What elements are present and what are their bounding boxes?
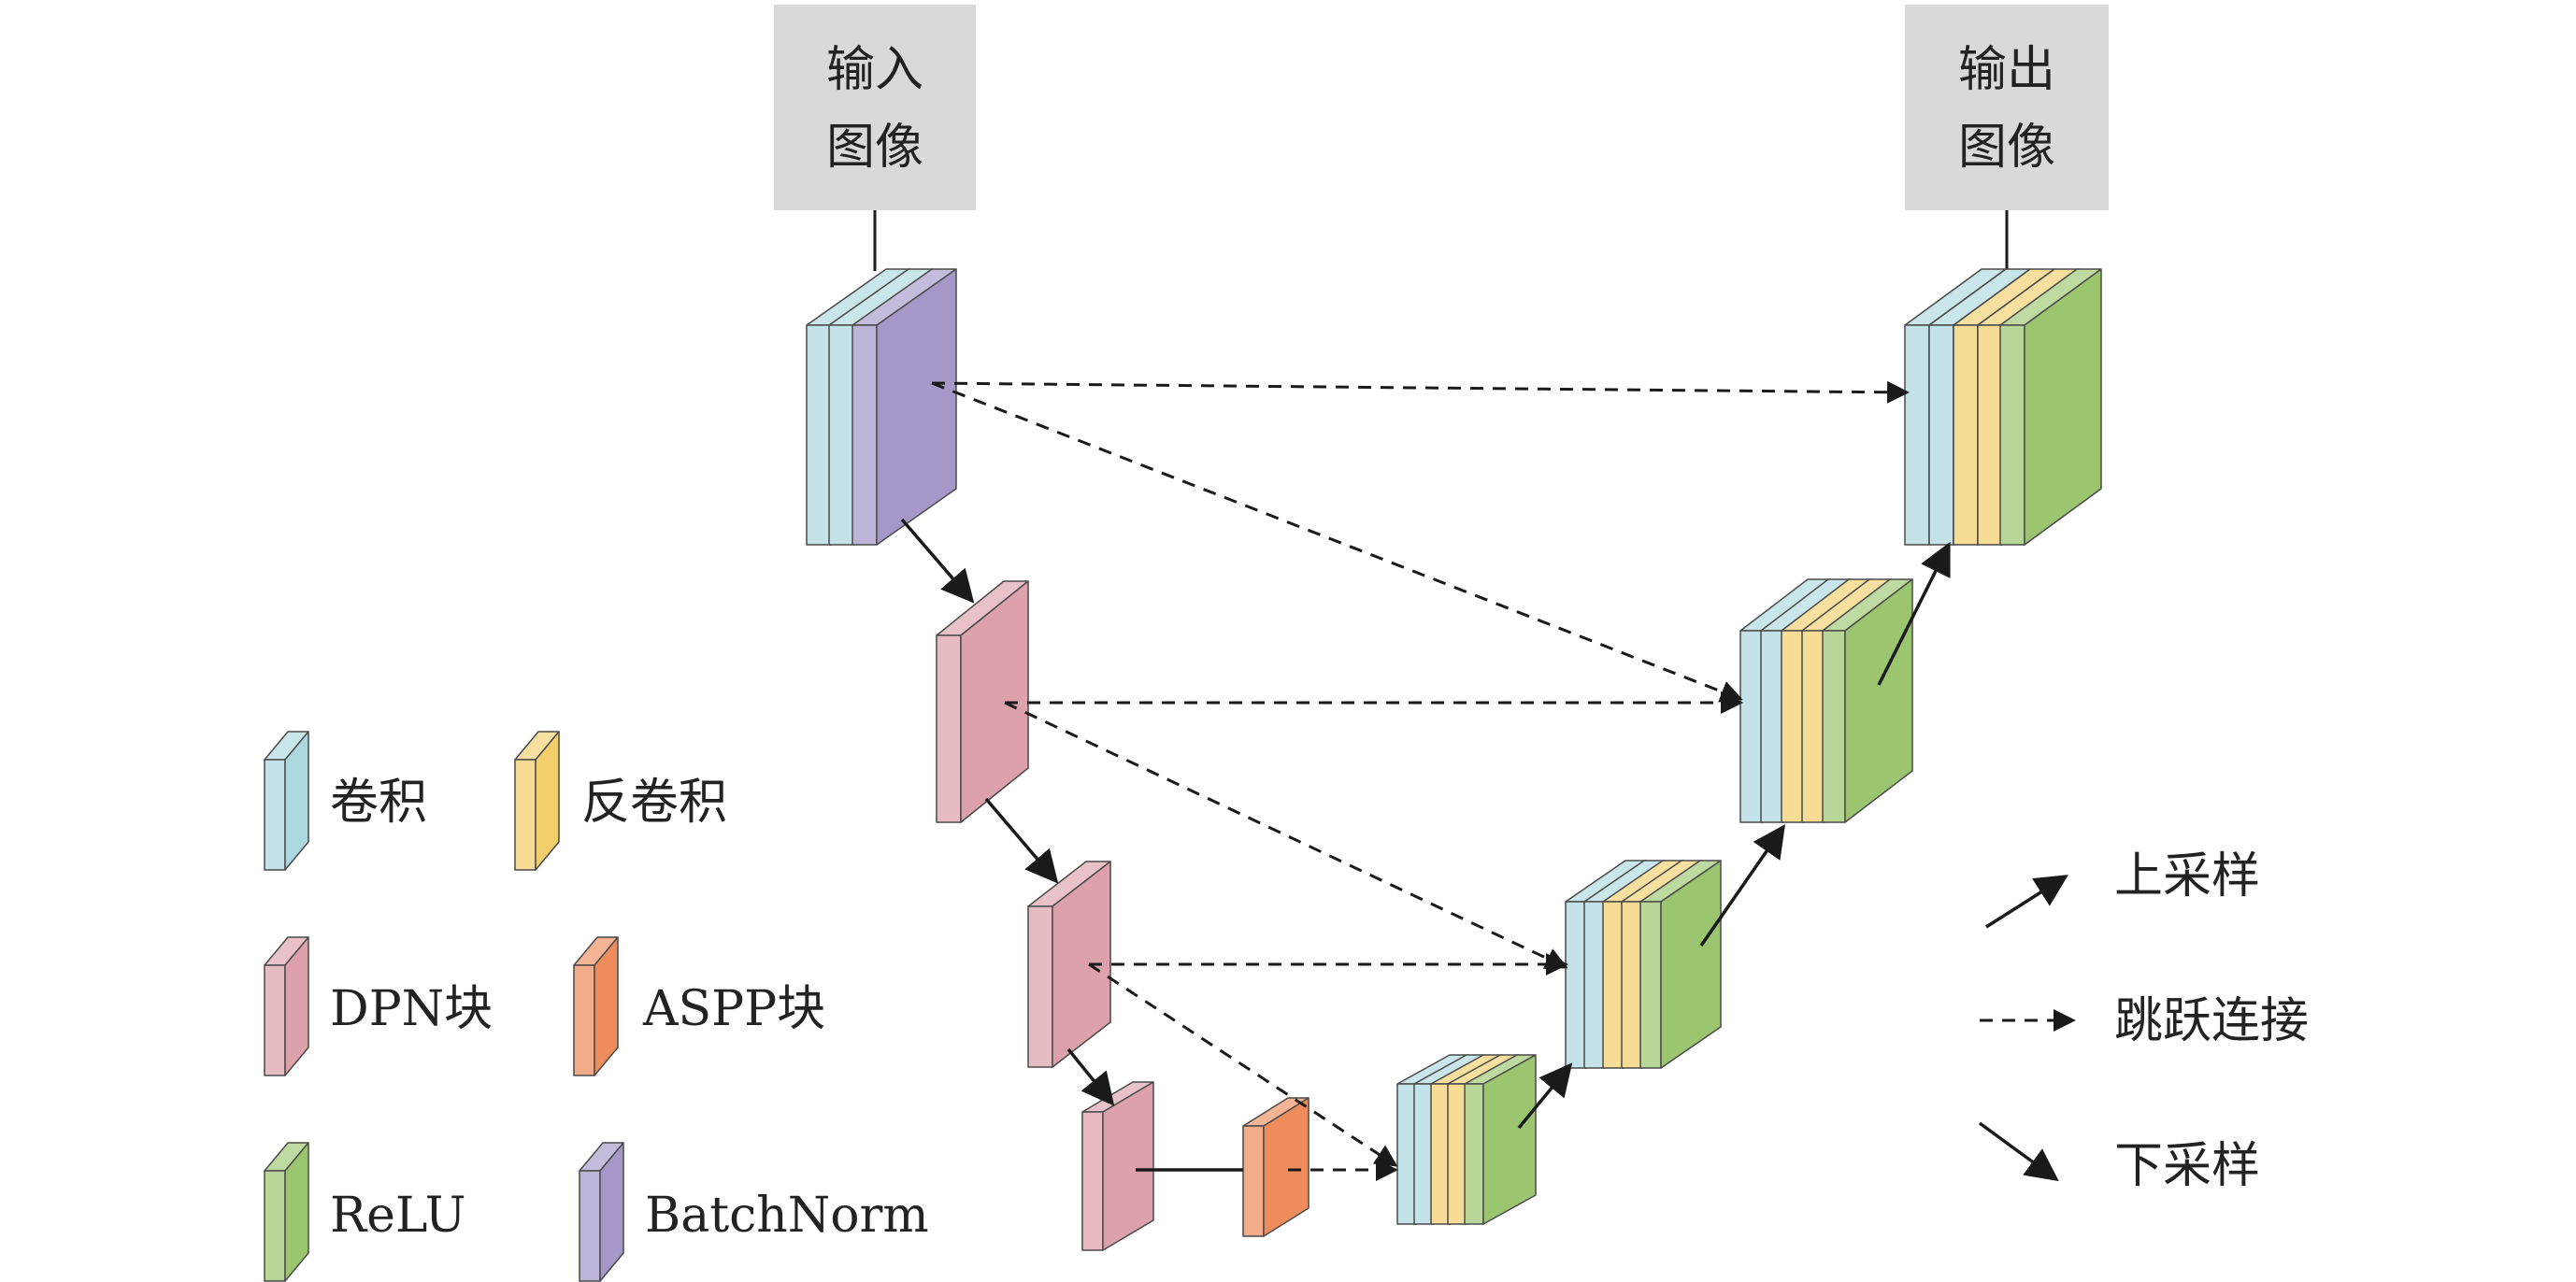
encoder-2-dpn-slab [936,580,1029,823]
decoder-4-relu-slab-5 [1464,1054,1537,1225]
legend-batchnorm-swatch [579,1142,624,1282]
encoder-1-batchnorm-slab-3 [852,268,957,546]
legend-deconv-swatch [514,731,560,871]
decoder-3-relu-slab-5 [1639,860,1722,1069]
legend-upsample-arrow-icon [1985,875,2068,929]
skip-connection-2 [931,381,1743,703]
skip-connection-1 [931,380,1910,404]
output-label-line2: 图像 [1958,120,2055,176]
downsample-arrow-2 [984,797,1059,884]
legend-conv-label: 卷积 [330,775,427,831]
legend-skip-label: 跳跃连接 [2114,993,2309,1049]
decoder-1-relu-slab-5 [1999,268,2102,546]
encoder-3-dpn-slab [1027,861,1111,1068]
legend-deconv-label: 反卷积 [581,775,727,831]
skip-connection-6 [1088,962,1398,1167]
encoder-4-dpn-slab [1081,1081,1154,1251]
legend-upsample-label: 上采样 [2114,848,2260,905]
legend-downsample-label: 下采样 [2114,1138,2260,1194]
legend-downsample-arrow-icon [1978,1121,2059,1182]
legend-batchnorm-label: BatchNorm [645,1188,929,1244]
upsample-arrow-1 [1517,1062,1573,1130]
upsample-arrow-3 [1877,541,1951,686]
decoder-2-relu-slab-5 [1822,578,1913,823]
input-label-line1: 输入 [826,42,923,98]
input-label-line2: 图像 [826,120,923,176]
legend-aspp-swatch [573,936,619,1076]
legend-dpn-swatch [264,936,309,1076]
aspp-slab [1242,1097,1309,1237]
legend-dpn-label: DPN块 [330,981,493,1037]
downsample-arrow-1 [900,518,975,604]
flow-arrows [900,518,1951,1172]
downsample-arrow-3 [1066,1047,1115,1106]
skip-connections [931,380,1910,1181]
legend-conv-swatch [264,731,309,871]
output-label-line1: 输出 [1958,42,2055,98]
upsample-arrow-2 [1699,824,1785,947]
output-image-box: 输出 图像 [1905,5,2109,210]
skip-connection-4 [1004,701,1568,969]
legend-aspp-label: ASPP块 [642,981,825,1037]
legend-relu-label: ReLU [330,1188,465,1244]
legend: 卷积 反卷积 DPN块 ASPP块 ReLU BatchNorm 上采样 跳跃连… [330,775,2309,1244]
input-image-box: 输入 图像 [774,5,976,210]
legend-relu-swatch [264,1142,309,1282]
